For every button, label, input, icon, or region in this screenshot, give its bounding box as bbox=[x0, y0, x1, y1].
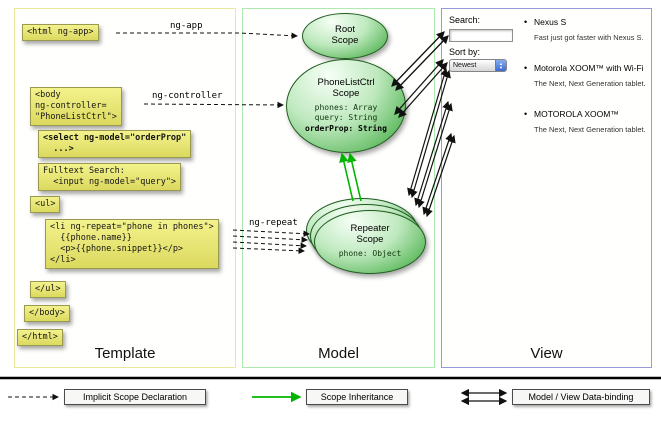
code-line: </ul> bbox=[35, 284, 61, 294]
list-item: • Motorola XOOM™ with Wi-Fi The Next, Ne… bbox=[524, 63, 648, 110]
scope-prop-orderprop: orderProp: String bbox=[305, 123, 387, 133]
repeater-scope-subtitle: Scope bbox=[356, 234, 384, 246]
code-line: <li ng-repeat="phone in phones"> bbox=[50, 222, 214, 232]
code-box-select-ng-model: <select ng-model="orderProp" ...> bbox=[38, 130, 192, 159]
phone-snippet: The Next, Next Generation tablet. bbox=[534, 79, 646, 89]
code-line: <p>{{phone.snippet}}</p> bbox=[50, 244, 184, 255]
root-scope-subtitle: Scope bbox=[331, 35, 359, 46]
repeater-scope-stack: Repeater Scope phone: Object bbox=[306, 198, 430, 276]
repeater-scope-title: Repeater bbox=[350, 223, 390, 235]
code-line: Fulltext Search: bbox=[43, 166, 125, 176]
bullet-icon: • bbox=[524, 63, 528, 73]
repeater-scope-ellipse: Repeater Scope phone: Object bbox=[314, 210, 426, 274]
code-line: <html ng-app> bbox=[27, 27, 94, 37]
code-line: <ul> bbox=[35, 199, 56, 209]
view-column-label: View bbox=[530, 345, 563, 362]
root-scope-ellipse: Root Scope bbox=[302, 13, 388, 59]
code-line: </li> bbox=[50, 255, 76, 266]
code-box-ul-close: </ul> bbox=[30, 281, 66, 299]
select-stepper-icon: ▲▼ bbox=[495, 60, 506, 71]
bullet-icon: • bbox=[524, 109, 528, 119]
code-line: <body bbox=[35, 90, 61, 100]
phone-name: MOTOROLA XOOM™ bbox=[534, 109, 619, 119]
view-sort-select-value: Newest bbox=[453, 62, 477, 69]
code-box-body-ng-controller: <body ng-controller= "PhoneListCtrl"> bbox=[30, 87, 122, 127]
scope-prop-phones: phones: Array bbox=[314, 102, 378, 112]
phone-snippet: Fast just got faster with Nexus S. bbox=[534, 33, 644, 43]
code-box-html-close: </html> bbox=[17, 329, 63, 347]
view-sort-label: Sort by: bbox=[449, 47, 481, 57]
view-sort-select: Newest ▲▼ bbox=[449, 59, 507, 72]
view-search-label: Search: bbox=[449, 15, 481, 25]
code-line: </html> bbox=[22, 332, 58, 342]
code-box-body-close: </body> bbox=[24, 305, 70, 323]
phonelistctrl-scope-ellipse: PhoneListCtrl Scope phones: Array query:… bbox=[286, 59, 406, 153]
view-search-input bbox=[449, 29, 513, 42]
code-line: "PhoneListCtrl"> bbox=[35, 112, 117, 123]
code-box-html-ng-app: <html ng-app> bbox=[22, 24, 99, 42]
phone-name: Nexus S bbox=[534, 17, 567, 27]
list-item: • MOTOROLA XOOM™ The Next, Next Generati… bbox=[524, 109, 648, 156]
model-column-label: Model bbox=[318, 345, 359, 362]
code-box-fulltext-search: Fulltext Search: <input ng-model="query"… bbox=[38, 163, 182, 192]
scope-prop-query: query: String bbox=[314, 113, 378, 123]
root-scope-title: Root bbox=[334, 24, 356, 36]
code-box-li-ng-repeat: <li ng-repeat="phone in phones"> {{phone… bbox=[45, 219, 219, 270]
phonelistctrl-scope-subtitle: Scope bbox=[332, 87, 360, 99]
phone-list: • Nexus S Fast just got faster with Nexu… bbox=[524, 17, 648, 156]
code-line: ...> bbox=[43, 144, 74, 155]
code-box-ul-open: <ul> bbox=[30, 196, 61, 214]
template-column-label: Template bbox=[94, 345, 156, 362]
code-line: ng-controller= bbox=[35, 101, 107, 112]
code-line: <select ng-model="orderProp" bbox=[43, 133, 187, 143]
ng-controller-arrow-label: ng-controller bbox=[152, 91, 223, 101]
ng-app-arrow-label: ng-app bbox=[170, 21, 203, 31]
legend-model-view-databinding: Model / View Data-binding bbox=[512, 389, 650, 405]
code-line: {{phone.name}} bbox=[50, 233, 132, 244]
bullet-icon: • bbox=[524, 17, 528, 27]
phone-name: Motorola XOOM™ with Wi-Fi bbox=[534, 63, 644, 73]
code-line: </body> bbox=[29, 308, 65, 318]
legend-scope-inheritance: Scope Inheritance bbox=[306, 389, 408, 405]
list-item: • Nexus S Fast just got faster with Nexu… bbox=[524, 17, 648, 64]
legend-implicit-scope-declaration: Implicit Scope Declaration bbox=[64, 389, 206, 405]
scope-prop-phone: phone: Object bbox=[338, 249, 402, 259]
phone-snippet: The Next, Next Generation tablet. bbox=[534, 125, 646, 135]
phonelistctrl-scope-title: PhoneListCtrl bbox=[317, 76, 375, 88]
code-line: <input ng-model="query"> bbox=[43, 177, 177, 188]
ng-repeat-arrow-label: ng-repeat bbox=[249, 218, 298, 228]
